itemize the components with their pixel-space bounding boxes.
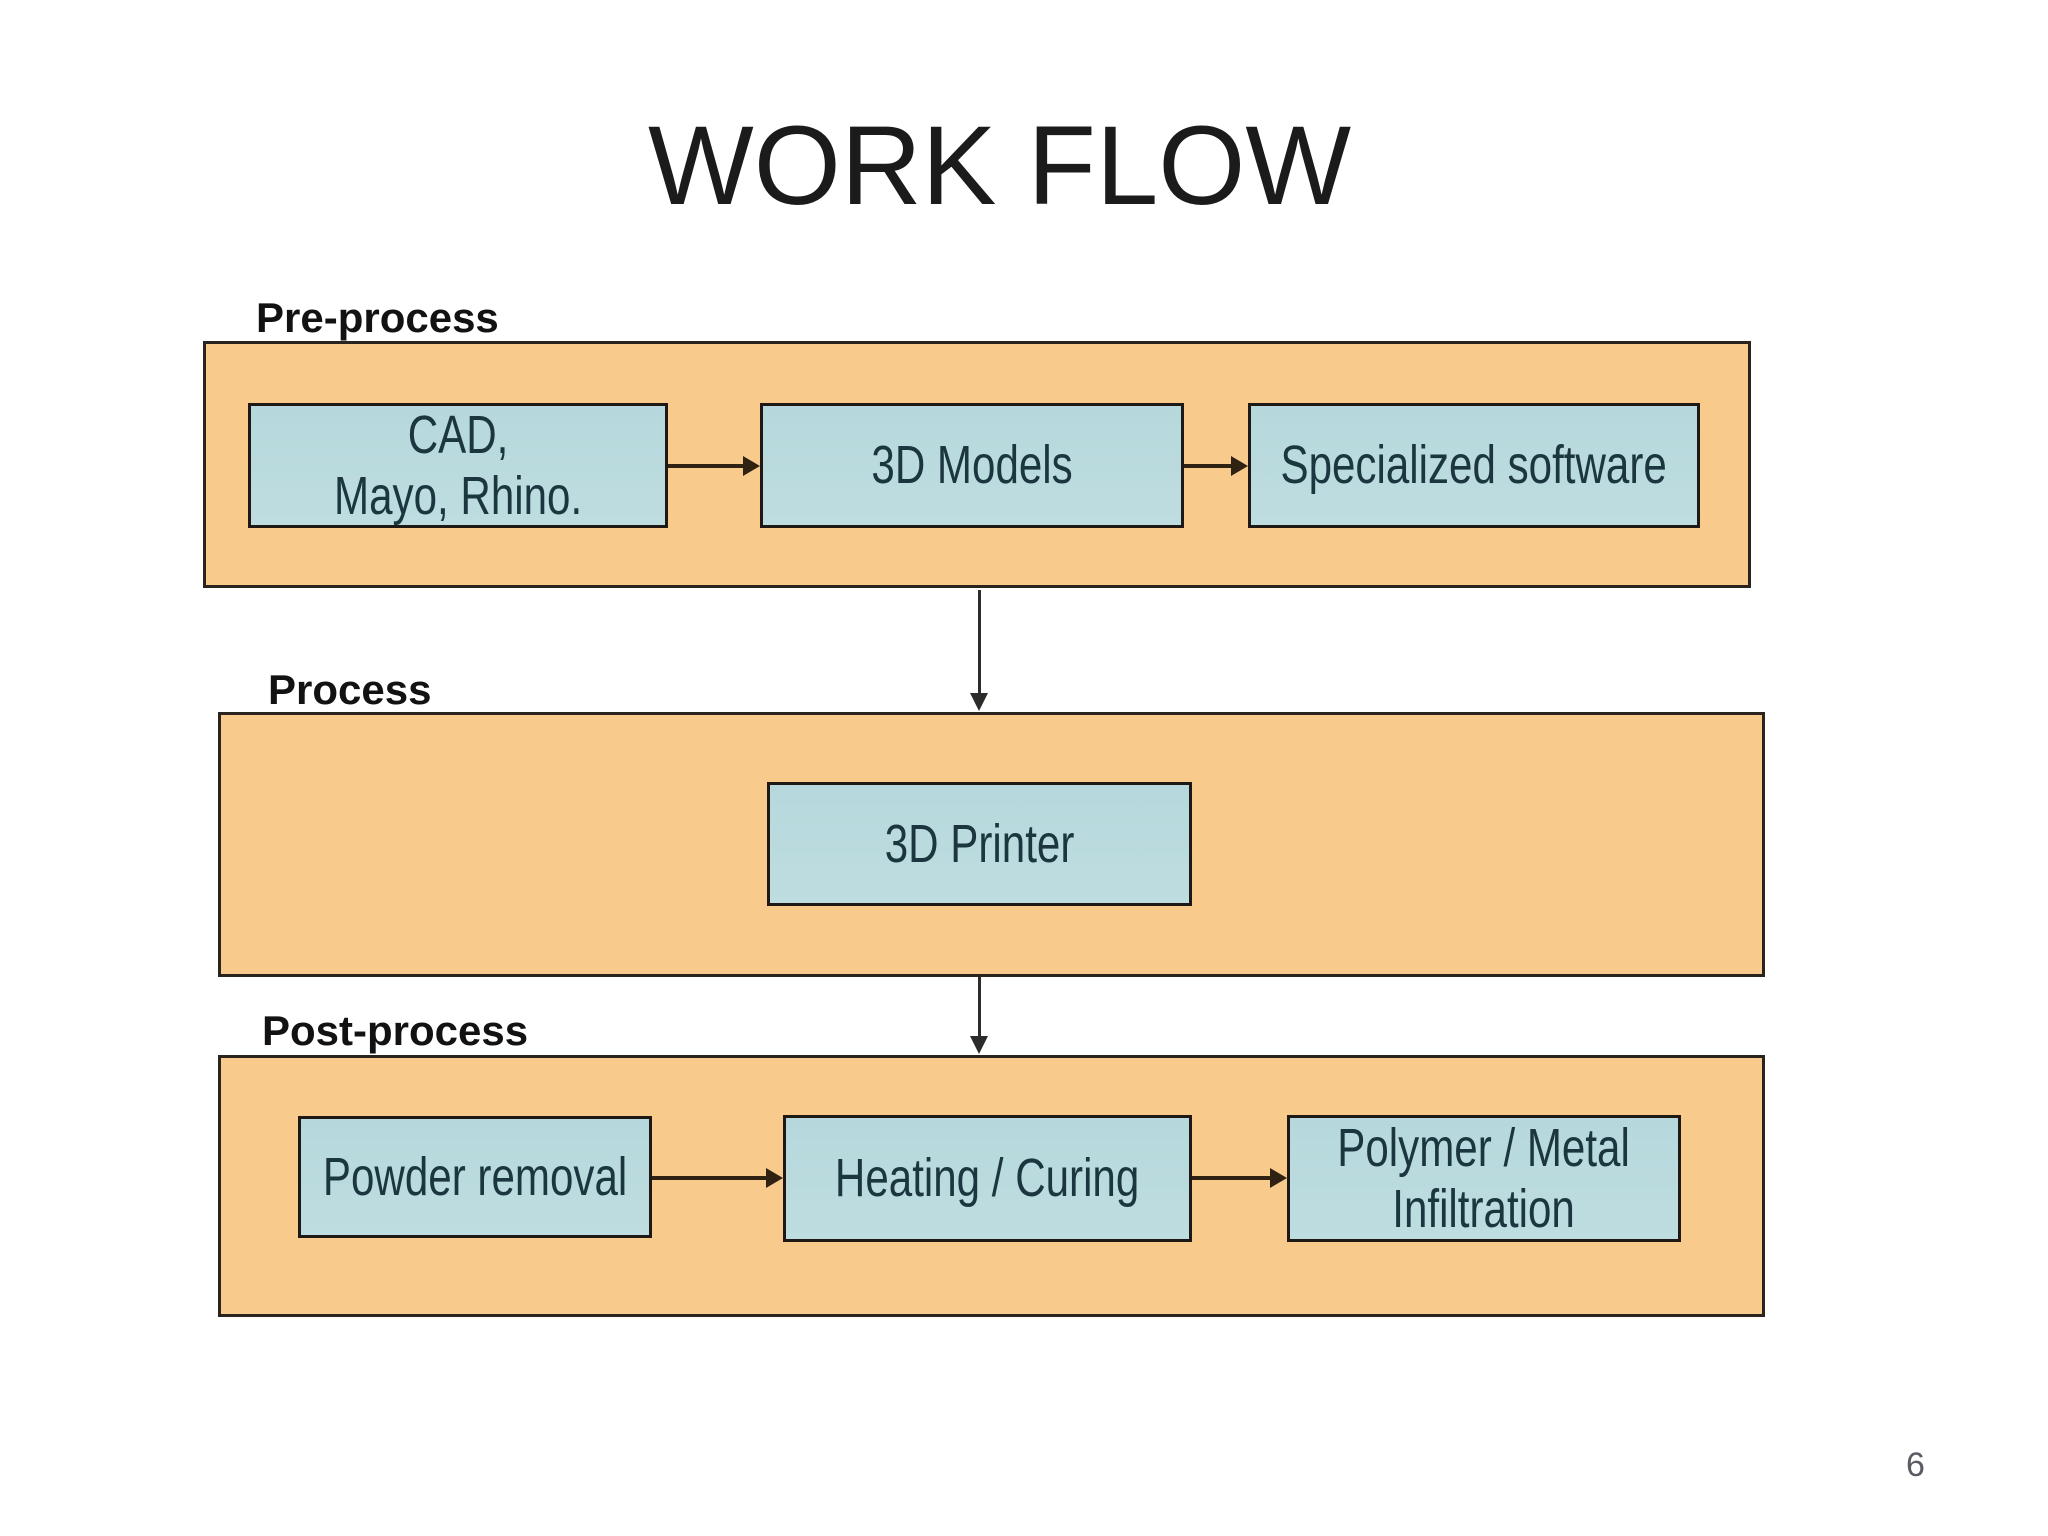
flow-arrow-right-icon [1184, 456, 1248, 476]
flow-arrow-down-icon [970, 977, 988, 1054]
post-process-label: Post-process [262, 1007, 529, 1054]
flow-box-3d-models: 3D Models [760, 403, 1184, 528]
flow-arrow-right-icon [652, 1168, 783, 1188]
flow-box-cad-text: CAD, Mayo, Rhino. [333, 405, 583, 526]
flow-box-specialized-software: Specialized software [1248, 403, 1700, 528]
flow-arrow-down-icon [970, 590, 988, 711]
flow-box-heating-curing: Heating / Curing [783, 1115, 1192, 1242]
flow-box-cad: CAD, Mayo, Rhino. [248, 403, 668, 528]
flow-box-polymer-metal-infiltration: Polymer / Metal Infiltration [1287, 1115, 1681, 1242]
slide-title: WORK FLOW [648, 103, 1352, 228]
flow-box-3d-printer: 3D Printer [767, 782, 1192, 906]
page-number: 6 [1906, 1446, 1925, 1484]
flow-box-polymer-text: Polymer / Metal Infiltration [1337, 1118, 1631, 1239]
flow-box-powder-removal: Powder removal [298, 1116, 652, 1238]
flow-arrow-right-icon [1192, 1168, 1287, 1188]
flow-arrow-right-icon [668, 456, 760, 476]
pre-process-label: Pre-process [256, 294, 499, 341]
process-label: Process [268, 666, 432, 713]
